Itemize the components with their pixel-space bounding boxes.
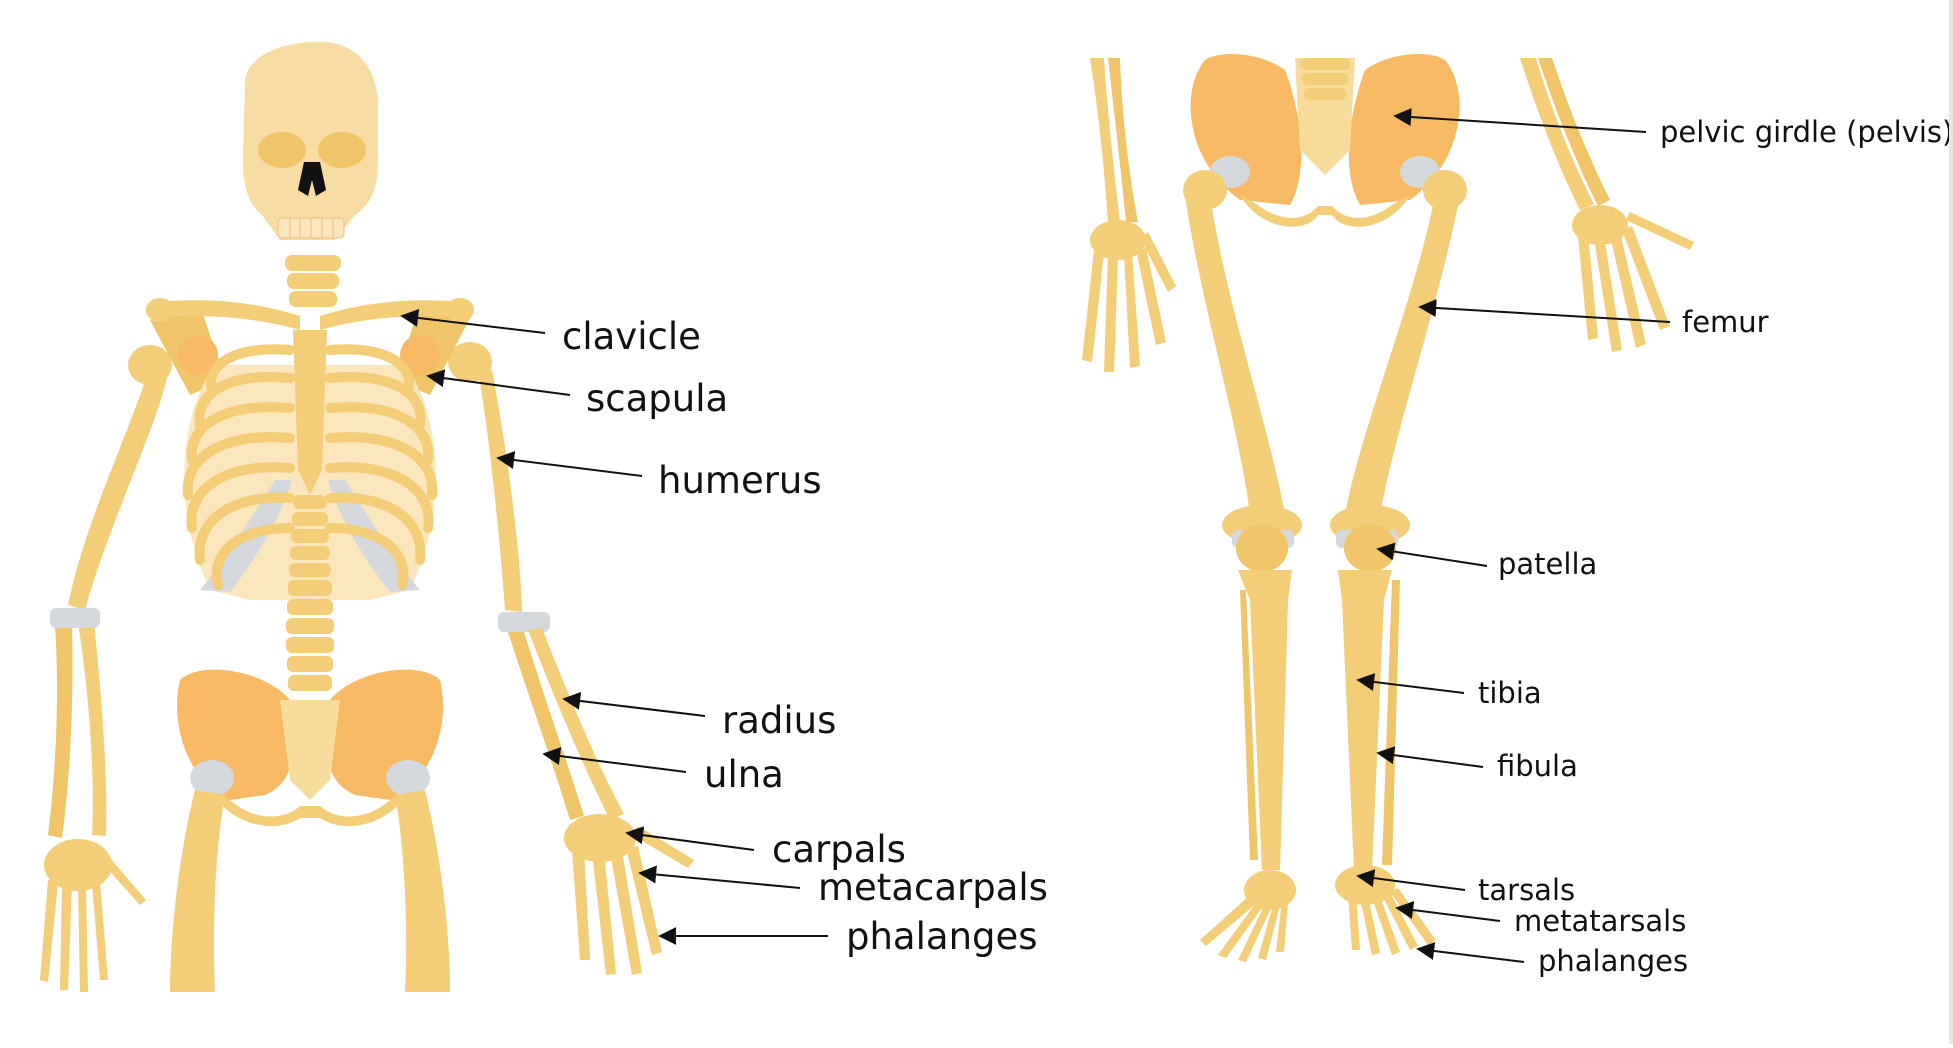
lower-figure-left-arm — [1520, 58, 1694, 352]
feet — [1200, 865, 1436, 962]
leader-patella — [1378, 549, 1487, 566]
left-hand-bones — [564, 814, 694, 975]
leader-radius — [564, 699, 705, 716]
upper-figure-femurs — [170, 790, 450, 992]
lower-figure-right-arm — [1082, 58, 1176, 372]
leader-humerus — [498, 458, 642, 476]
label-patella: patella — [1498, 550, 1597, 579]
cervical-spine — [285, 255, 341, 307]
label-metacarpals: metacarpals — [818, 869, 1048, 906]
lower-figure-femurs — [1183, 170, 1467, 545]
right-edge-divider — [1949, 0, 1953, 1044]
skull — [243, 42, 378, 240]
label-tarsals: tarsals — [1478, 876, 1575, 905]
lower-limb-figure — [1082, 54, 1694, 962]
label-radius: radius — [722, 702, 836, 739]
label-clavicle: clavicle — [562, 318, 701, 355]
leader-metacarpals — [640, 873, 800, 888]
leader-phalanges-foot — [1418, 949, 1524, 962]
left-arm-bones — [448, 342, 694, 975]
upper-skeleton-figure — [40, 42, 694, 992]
right-hand-bones — [40, 839, 146, 992]
label-femur: femur — [1682, 308, 1769, 337]
right-arm-bones — [40, 345, 172, 992]
lower-figure-pelvis — [1191, 54, 1460, 227]
label-phalanges-hand: phalanges — [846, 918, 1038, 955]
label-phalanges-foot: phalanges — [1538, 947, 1688, 976]
label-humerus: humerus — [658, 462, 822, 499]
knees — [1232, 524, 1398, 572]
label-carpals: carpals — [772, 831, 906, 868]
label-scapula: scapula — [586, 380, 728, 417]
label-metatarsals: metatarsals — [1514, 907, 1686, 936]
label-fibula: fibula — [1497, 752, 1578, 781]
label-pelvic-girdle: pelvic girdle (pelvis) — [1660, 118, 1953, 147]
label-tibia: tibia — [1478, 679, 1542, 708]
label-ulna: ulna — [704, 756, 784, 793]
leader-scapula — [428, 376, 570, 395]
lower-legs — [1238, 570, 1400, 870]
